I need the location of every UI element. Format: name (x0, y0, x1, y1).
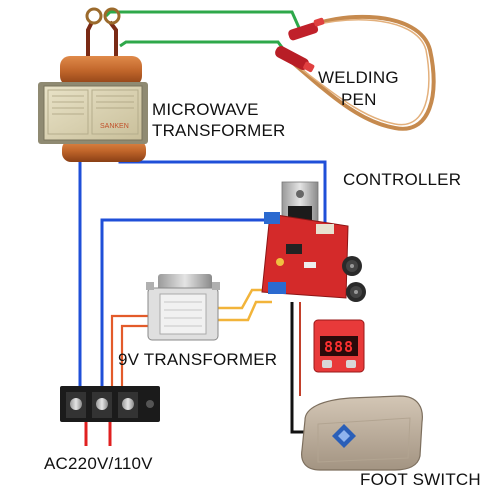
mt-plate-inner-left (47, 89, 89, 135)
controller-connector (316, 224, 334, 234)
label-9v-transformer: 9V TRANSFORMER (118, 350, 278, 369)
terminal-block (60, 386, 160, 422)
mt-lead-1 (86, 21, 94, 60)
foot-switch-logo-inner (338, 430, 350, 442)
pen-wire-bottom (119, 40, 292, 59)
controller-board (261, 181, 366, 302)
controller-chip (286, 244, 302, 254)
yellow-wire-1 (212, 288, 270, 310)
9v-mount-right (212, 282, 220, 290)
controller-capacitor (276, 258, 284, 266)
9v-lines (164, 301, 202, 327)
controller-knob-2[interactable] (346, 282, 366, 302)
nine-v-transformer (146, 274, 220, 341)
display-digits: 888 (324, 338, 354, 356)
pen-wire-top (104, 10, 302, 31)
mt-terminal-ring-1 (85, 7, 103, 25)
welding-pen (275, 14, 436, 131)
pen-cable-loop (290, 14, 436, 131)
terminal-screw-3 (122, 398, 134, 410)
foot-switch-tread (317, 417, 411, 463)
foot-switch[interactable] (301, 395, 423, 471)
foot-switch-body (301, 395, 423, 471)
label-welding-pen-line2: PEN (341, 90, 377, 109)
9v-top-bracket (158, 274, 212, 290)
mt-lead-2 (108, 20, 118, 60)
label-microwave-transformer-line1: MICROWAVE (152, 100, 259, 119)
terminal-mount-hole (146, 400, 154, 408)
display-module: 888 (313, 319, 365, 373)
pen-cable-loop-inner (291, 19, 430, 126)
label-microwave-transformer-line2: TRANSFORMER (152, 121, 286, 140)
controller-terminal-block-1 (264, 212, 280, 224)
pen-probe-1 (288, 17, 325, 41)
display-screen (320, 336, 358, 356)
label-controller: CONTROLLER (343, 170, 462, 189)
terminal-screw-2 (96, 398, 108, 410)
mt-bottom-coil (62, 140, 146, 162)
mt-plate-inner-right (91, 89, 139, 135)
mt-terminal-ring-2 (103, 7, 121, 25)
controller-terminal-block-2 (268, 282, 286, 294)
controller-knob-1[interactable] (342, 256, 362, 276)
display-buttons (322, 360, 356, 368)
pen-probe-2 (275, 46, 315, 73)
foot-switch-wire (290, 302, 305, 434)
terminal-screw-1 (70, 398, 82, 410)
9v-mount-left (146, 282, 154, 290)
red-9v-wire-2 (120, 324, 150, 392)
blue-wire-controller-to-terminal (100, 218, 272, 390)
9v-label (159, 293, 207, 335)
label-welding-pen-line1: WELDING (318, 68, 399, 87)
mt-plate-brand: SANKEN (100, 123, 129, 130)
microwave-transformer: SANKEN (38, 7, 148, 162)
yellow-wire-2 (212, 300, 272, 322)
red-9v-wire-1 (110, 314, 148, 392)
controller-resistor (304, 262, 316, 268)
controller-pcb (261, 213, 349, 299)
heatsink-screw (296, 190, 304, 198)
mt-label-plate (43, 85, 143, 141)
label-ac-supply: AC220V/110V (44, 454, 153, 473)
mt-top-coil (60, 56, 142, 86)
mt-plate-lines (52, 95, 134, 115)
label-foot-switch: FOOT SWITCH (360, 470, 481, 489)
